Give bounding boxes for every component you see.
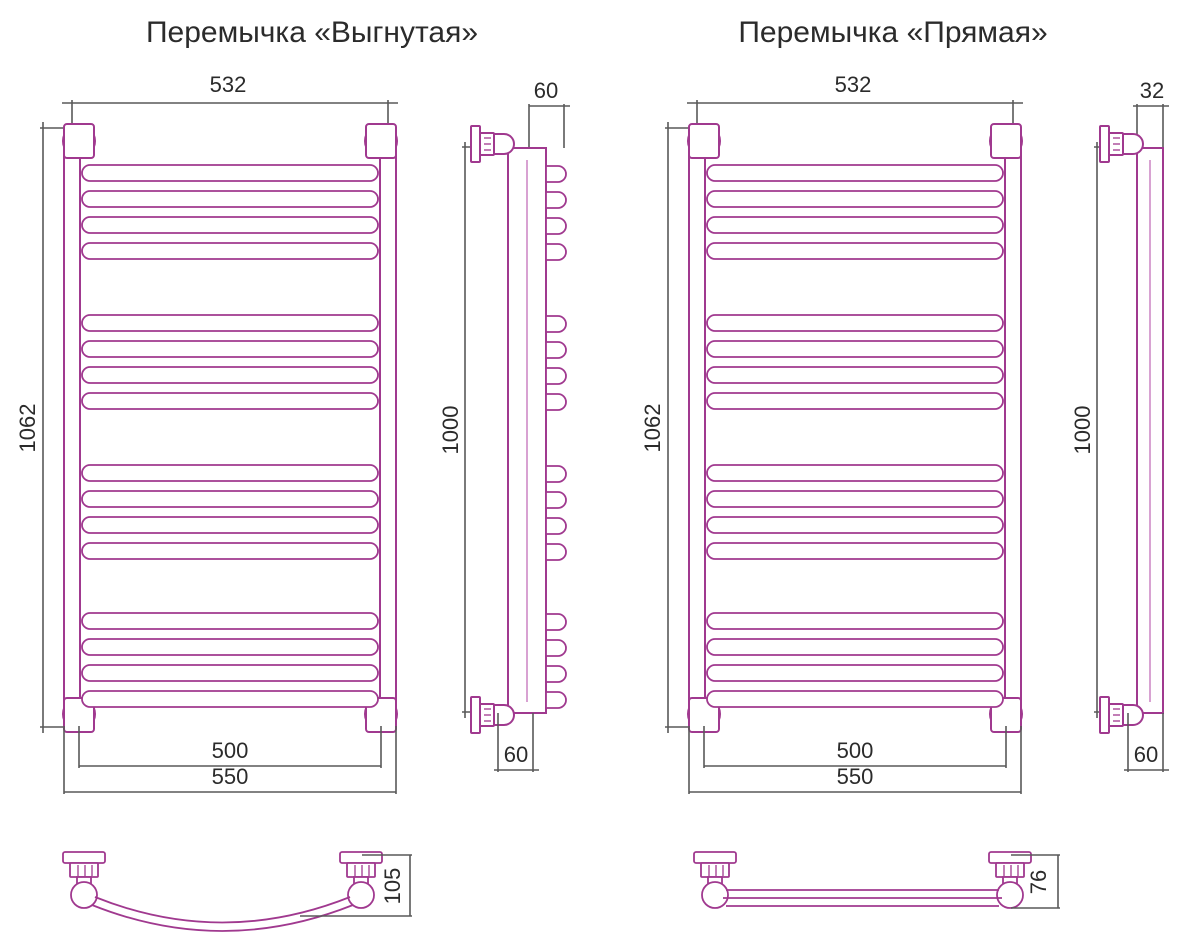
left-side-body xyxy=(507,147,547,714)
left-rungs xyxy=(81,164,379,708)
dim-label-1000-left: 1000 xyxy=(438,406,463,455)
dim-label-32-top-right: 32 xyxy=(1140,78,1164,103)
left-corner-fitting-top-right xyxy=(364,123,398,159)
left-side-fitting-top xyxy=(470,125,515,163)
dim-label-60-bottom-right: 60 xyxy=(1134,742,1158,767)
dim-label-550-left: 550 xyxy=(212,764,249,789)
straight-bar-profile xyxy=(723,889,1002,907)
left-side-fitting-bottom xyxy=(470,696,515,734)
dim-label-105: 105 xyxy=(380,868,405,905)
right-corner-fitting-top-right xyxy=(989,123,1023,159)
dim-60-bottom-left xyxy=(494,713,539,772)
dim-label-500-right: 500 xyxy=(837,738,874,763)
straight-mount-left xyxy=(693,851,737,909)
dim-500-left xyxy=(78,726,382,768)
dim-550-left xyxy=(63,726,397,794)
dim-label-1062-left: 1062 xyxy=(15,404,40,453)
left-front-view-group: 532 1062 xyxy=(15,72,398,794)
dim-label-532-left: 532 xyxy=(210,72,247,97)
dim-500-right xyxy=(703,726,1007,768)
curved-mount-left xyxy=(62,851,106,909)
dim-label-1062-right: 1062 xyxy=(640,404,665,453)
right-corner-fitting-top-left xyxy=(687,123,721,159)
bottom-view-curved-group: 105 xyxy=(62,851,412,932)
dim-105 xyxy=(300,854,412,917)
right-side-view-group: 32 1000 xyxy=(1070,78,1169,772)
straight-mount-right xyxy=(988,851,1032,909)
dim-label-500-left: 500 xyxy=(212,738,249,763)
dim-label-532-right: 532 xyxy=(835,72,872,97)
title-straight: Перемычка «Прямая» xyxy=(738,16,1047,49)
dim-label-550-right: 550 xyxy=(837,764,874,789)
curved-mount-right xyxy=(339,851,383,909)
bottom-view-straight-group: 76 xyxy=(693,851,1060,909)
dim-label-60-top-left: 60 xyxy=(534,78,558,103)
right-rungs xyxy=(706,164,1004,708)
right-front-view-group: 532 1062 xyxy=(640,72,1023,794)
dim-60-bottom-right xyxy=(1124,713,1169,772)
right-side-fitting-top xyxy=(1099,125,1144,163)
dim-label-60-bottom-left: 60 xyxy=(504,742,528,767)
dim-550-right xyxy=(688,726,1022,794)
left-side-rung-stubs xyxy=(545,165,567,709)
right-side-body xyxy=(1136,147,1164,714)
title-curved: Перемычка «Выгнутая» xyxy=(146,16,478,49)
dim-label-1000-right: 1000 xyxy=(1070,406,1095,455)
dim-76 xyxy=(1011,854,1060,909)
left-side-view-group: 60 1000 xyxy=(438,78,570,772)
dim-label-76: 76 xyxy=(1026,870,1051,894)
left-corner-fitting-top-left xyxy=(62,123,96,159)
dim-60-top-left xyxy=(528,104,570,148)
